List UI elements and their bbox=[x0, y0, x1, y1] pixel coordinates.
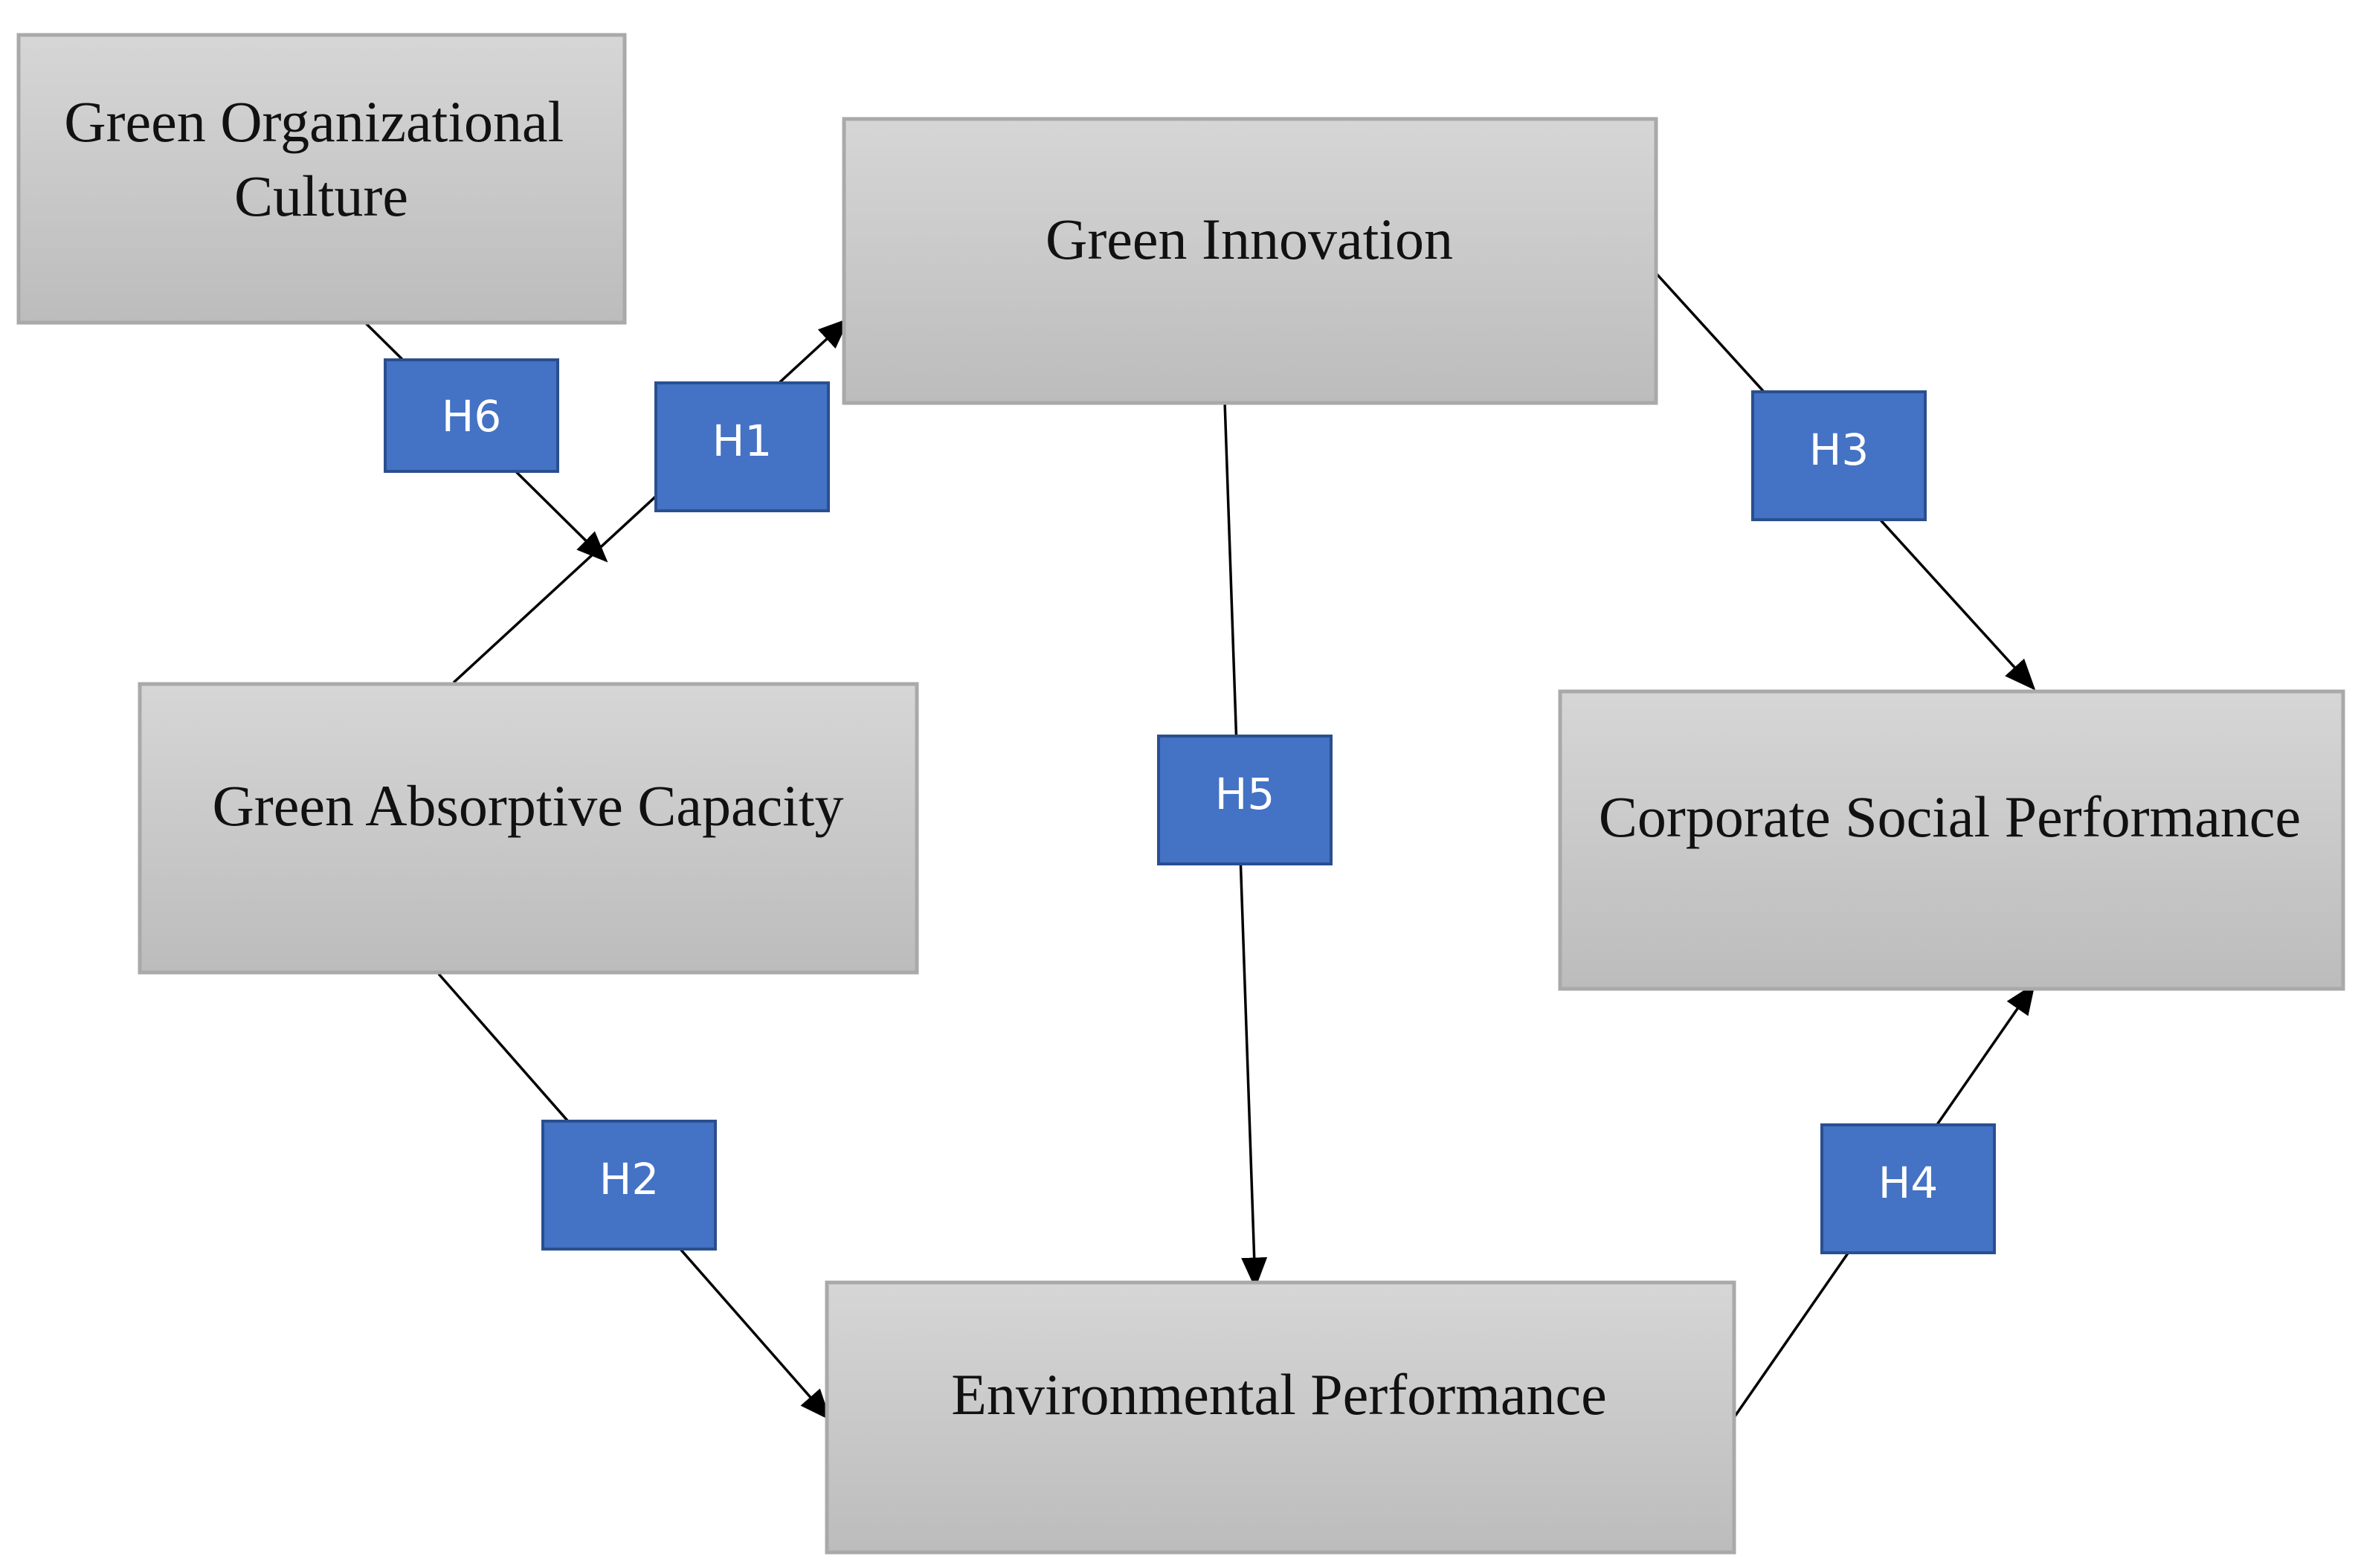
hypothesis-h5: H5 bbox=[1157, 735, 1333, 865]
construct-corporate-social-performance: Corporate Social Performance bbox=[1558, 689, 2345, 991]
hypothesis-h1: H1 bbox=[654, 381, 830, 512]
construct-label: Green Innovation bbox=[1046, 207, 1453, 271]
hypothesis-h2: H2 bbox=[541, 1120, 717, 1251]
construct-label: Green Absorptive Capacity bbox=[212, 773, 843, 838]
construct-label-line-2: Culture bbox=[234, 164, 408, 228]
construct-environmental-performance: Environmental Performance bbox=[825, 1280, 1736, 1555]
path-h1-line bbox=[452, 317, 850, 684]
svg-text:Green Organizational Cul: Green Organizational Culture bbox=[64, 89, 579, 228]
hypothesis-h6: H6 bbox=[384, 358, 559, 473]
hypothesis-label: H3 bbox=[1809, 425, 1869, 475]
construct-label-line-1: Green Organizational bbox=[64, 89, 564, 154]
hypothesis-label: H1 bbox=[712, 416, 773, 466]
hypothesis-h4: H4 bbox=[1820, 1123, 1996, 1254]
hypothesis-label: H5 bbox=[1215, 769, 1275, 819]
hypothesis-h3: H3 bbox=[1751, 390, 1927, 521]
hypothesis-label: H4 bbox=[1878, 1158, 1939, 1208]
construct-green-innovation: Green Innovation bbox=[842, 117, 1658, 405]
construct-green-organizational-culture: Green Organizational Culture bbox=[16, 33, 627, 325]
construct-label: Environmental Performance bbox=[951, 1362, 1607, 1427]
construct-green-absorptive-capacity: Green Absorptive Capacity bbox=[138, 682, 919, 975]
construct-label: Corporate Social Performance bbox=[1599, 784, 2301, 849]
hypothesis-label: H6 bbox=[442, 391, 502, 442]
hypothesis-label: H2 bbox=[599, 1154, 660, 1204]
